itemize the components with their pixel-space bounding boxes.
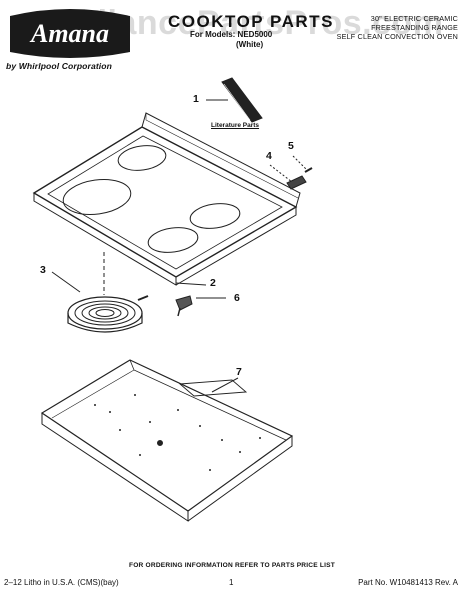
leader-line-3	[51, 271, 81, 293]
page-number: 1	[229, 578, 234, 587]
callout-2: 2	[210, 277, 216, 289]
callout-6: 6	[234, 292, 240, 304]
callout-7: 7	[236, 366, 242, 378]
heating-element-icon	[67, 252, 149, 333]
callout-1: 1	[193, 93, 199, 105]
wire-connector-icon	[175, 295, 193, 317]
cooktop-glass	[32, 112, 301, 286]
svg-text:Amana: Amana	[29, 19, 109, 48]
callout-3: 3	[40, 264, 46, 276]
brand-subtitle: by Whirlpool Corporation	[6, 61, 112, 71]
leader-line-2	[175, 282, 207, 286]
literature-book-icon	[221, 77, 263, 123]
burner-box-support	[40, 359, 294, 522]
product-description-line3: SELF CLEAN CONVECTION OVEN	[336, 32, 458, 41]
product-description-line2: FREESTANDING RANGE	[371, 23, 458, 32]
brand-logo: Amana	[10, 9, 130, 58]
model-color: (White)	[236, 40, 264, 49]
mounting-screw-icon	[292, 155, 313, 173]
literature-parts-label: Literature Parts	[211, 122, 260, 129]
ordering-note: FOR ORDERING INFORMATION REFER TO PARTS …	[129, 562, 335, 569]
litho-info: 2–12 Litho in U.S.A. (CMS)(bay)	[4, 578, 119, 587]
callout-4: 4	[266, 150, 272, 162]
callout-5: 5	[288, 140, 294, 152]
page-title: COOKTOP PARTS	[168, 12, 334, 31]
model-number: For Models: NED5000	[190, 30, 273, 39]
leader-line-7	[211, 377, 239, 393]
part-number: Part No. W10481413 Rev. A	[358, 578, 458, 587]
mounting-clip-icon	[269, 164, 307, 190]
product-description-line1: 30" ELECTRIC CERAMIC	[370, 14, 458, 23]
